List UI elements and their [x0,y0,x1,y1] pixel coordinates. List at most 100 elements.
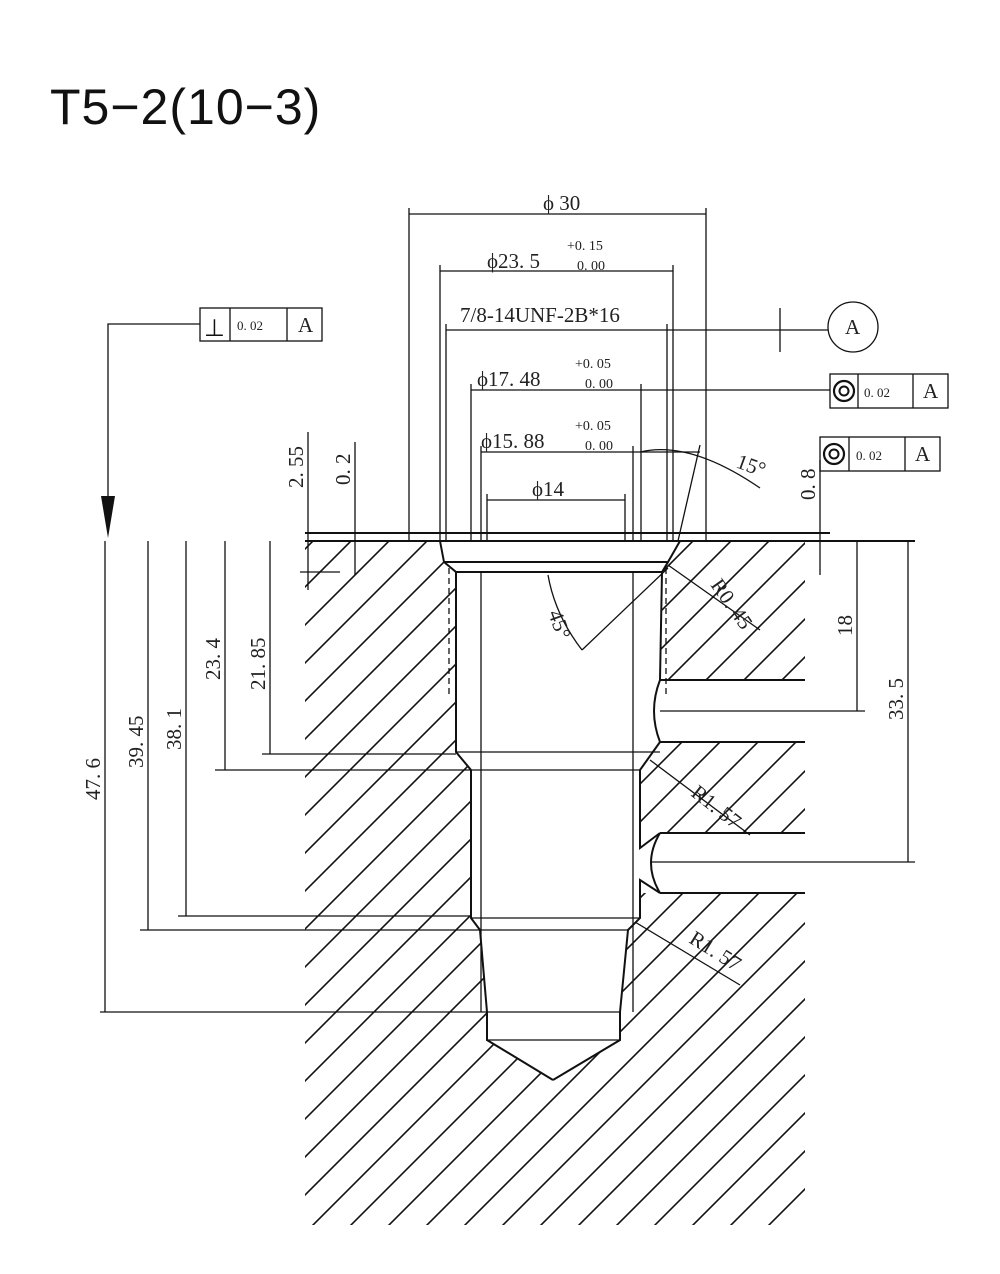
dim-phi15-88: ϕ15. 88 [481,429,545,453]
hatch-line [660,541,805,680]
hatch-group [0,540,1000,1240]
radius-1-57-lower-leader: R1. 57 [634,921,746,986]
dim-thread: 7/8-14UNF-2B*16 [460,303,620,327]
dim-0-2: 0. 2 [331,454,355,486]
hatch-line [0,540,466,1240]
hatch-line [0,540,618,1240]
hatch-line [305,541,619,1225]
hatch-line [677,742,805,848]
dim-angle15: 15° [733,449,769,482]
dim-angle45: 45° [543,607,576,643]
hatch-line [0,540,276,1240]
hatch-line [715,541,805,680]
hatch-line [487,541,805,1225]
hatch-line [753,541,805,1225]
hatch-line [660,541,695,680]
hatch-line [639,541,805,1225]
hatch-line [305,541,429,1225]
hatch-line [677,541,805,680]
hatch-line [0,540,542,1240]
dim-phi30: ϕ 30 [543,191,580,215]
right-depth-dims: 18 33. 5 [650,541,915,863]
hatch-line [868,540,1000,1240]
hatch-line [906,540,1000,1240]
dim-phi23-5: ϕ23. 5 [487,249,540,273]
concentricity-1-datum: A [923,379,939,403]
hatch-line [868,540,1000,1240]
hatch-line [0,540,200,1240]
hatch-line [753,742,805,848]
hatch-line [305,541,505,1225]
hatch-line [791,541,805,1225]
dim-23-4: 23. 4 [201,638,225,681]
hatch-line [0,540,200,1240]
perpendicularity-icon: ⊥ [204,314,225,342]
dim-phi14: ϕ14 [532,477,565,501]
dim-r0-45: R0. 45 [706,574,758,634]
perpendicularity-value: 0. 02 [237,318,263,333]
hatch-line [305,541,805,1225]
concentricity-icon [822,442,846,466]
concentricity-2-datum: A [915,442,931,466]
hatch-line [305,541,353,1225]
dim-47-6: 47. 6 [81,758,105,800]
hatch-line [660,541,805,680]
hatch-group [0,540,1000,1240]
top-dimensions: ϕ 30 ϕ23. 5 +0. 15 0. 00 7/8-14UNF-2B*16… [408,191,879,541]
hatch-line [305,541,695,1225]
tol-phi23-5-lower: 0. 00 [577,259,605,274]
hatch-line [0,540,352,1240]
hatch-line [305,541,733,1225]
hatch-line [660,541,805,680]
concentricity-frame-1: 0. 02 A [829,373,949,409]
hatch-line [830,540,1000,1240]
concentricity-1-value: 0. 02 [864,385,890,400]
angle-45-indicator: 45° [543,567,669,651]
hatch-line [830,540,1000,1240]
hatch-line [982,540,1000,1240]
tol-phi15-88-upper: +0. 05 [575,419,611,434]
datum-marker: A [845,315,861,339]
hatch-line [449,541,805,1225]
concentricity-frame-2: 0. 02 A [819,436,941,472]
hatch-line [305,541,391,1225]
hatch-line [0,540,466,1240]
hatch-line [305,541,805,1225]
hatch-line [906,540,1000,1240]
cavity-outline [305,532,915,1081]
hatch-line [0,540,618,1240]
hatch-line [944,540,1000,1240]
hatch-line [0,540,390,1240]
hatch-line [830,540,1000,1240]
tol-phi17-48-upper: +0. 05 [575,357,611,372]
hatch-line [373,541,805,1225]
dim-33-5: 33. 5 [884,678,908,720]
tol-phi23-5-upper: +0. 15 [567,239,603,254]
hatch-line [305,541,543,1225]
hatch-line [660,541,805,680]
chamfer-15-indicator: 15° [639,444,769,542]
dim-38-1: 38. 1 [162,708,186,750]
hatch-line [640,742,805,848]
hatch-line [791,742,805,848]
dim-0-8: 0. 8 [796,469,820,501]
radius-0-45-leader: R0. 45 [667,564,761,634]
left-depth-dims: 23. 4 21. 85 38. 1 39. 45 47. 6 [81,541,487,1013]
shallow-depth-dims: 2. 55 0. 2 0. 8 [284,432,821,590]
hatch-line [0,540,542,1240]
perpendicularity-frame: ⊥ 0. 02 A [101,307,323,538]
hatch-line [791,541,805,680]
tol-phi17-48-lower: 0. 00 [585,377,613,392]
hatch-line [640,742,805,848]
perpendicularity-datum: A [298,313,314,337]
hatch-line [525,541,805,1225]
material-hatch [305,541,805,1225]
hatch-line [982,540,1000,1240]
hatch-line [982,540,1000,1240]
hatch-line [0,540,276,1240]
hatch-line [715,742,805,848]
hatch-line [601,541,805,1225]
hatch-line [563,541,805,1225]
dim-2-55: 2. 55 [284,446,308,488]
